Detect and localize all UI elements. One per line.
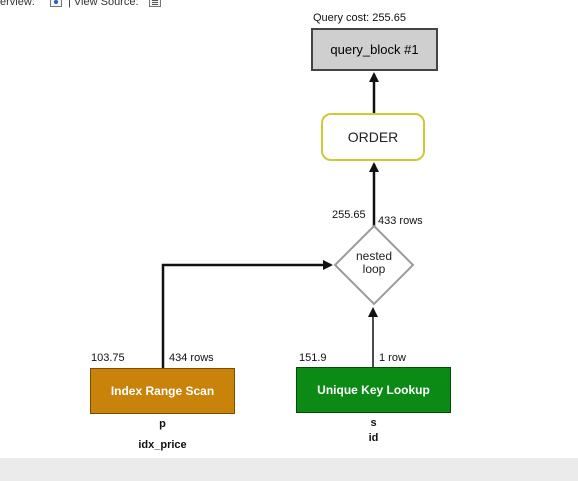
unique-key-lookup-node[interactable]: Unique Key Lookup <box>296 367 451 413</box>
index-range-scan-key: idx_price <box>138 439 187 451</box>
view-source-icon[interactable] <box>149 0 161 7</box>
nested-loop-line1: nested <box>355 249 393 263</box>
plan-connectors <box>161 72 415 368</box>
unique-key-lookup-rows: 1 row <box>379 352 406 364</box>
query-block-node[interactable]: query_block #1 <box>311 28 438 71</box>
overview-label: erview: <box>0 0 35 8</box>
unique-key-lookup-key: id <box>368 432 379 444</box>
query-cost-label: Query cost: 255.65 <box>313 12 406 24</box>
nested-loop-cost: 255.65 <box>332 209 366 221</box>
order-node[interactable]: ORDER <box>321 113 425 161</box>
unique-key-lookup-cost: 151.9 <box>299 352 327 364</box>
unique-key-lookup-label: Unique Key Lookup <box>317 383 430 397</box>
nested-loop-line2: loop <box>362 262 386 276</box>
bottom-bar <box>0 458 578 481</box>
index-range-scan-table: p <box>159 418 166 430</box>
index-range-scan-cost: 103.75 <box>91 352 125 364</box>
nested-loop-label[interactable]: nested loop <box>336 250 412 276</box>
overview-icon[interactable] <box>50 0 62 7</box>
unique-key-lookup-table: s <box>370 417 377 429</box>
query-block-label: query_block #1 <box>330 42 419 57</box>
index-range-scan-rows: 434 rows <box>169 352 214 364</box>
nested-loop-diamond <box>333 224 415 306</box>
edge-index-scan-to-nested-loop <box>161 260 333 368</box>
index-range-scan-node[interactable]: Index Range Scan <box>90 368 235 414</box>
index-range-scan-label: Index Range Scan <box>110 384 215 398</box>
nested-loop-rows: 433 rows <box>378 215 423 227</box>
view-source-label: | View Source: <box>68 0 139 8</box>
order-label: ORDER <box>347 129 399 145</box>
toolbar: erview: | View Source: <box>0 0 578 14</box>
